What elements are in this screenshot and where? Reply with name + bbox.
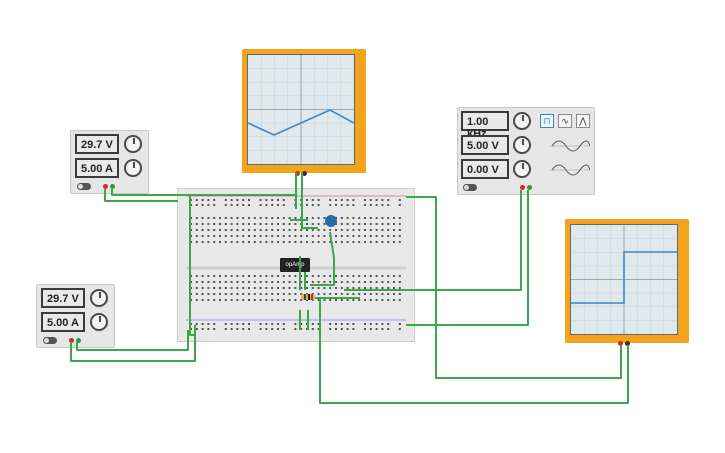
- capacitor[interactable]: [325, 215, 337, 227]
- power-supply-1-current-display: 5.00 A: [75, 158, 119, 178]
- psu1-terminal-ground[interactable]: [110, 184, 115, 189]
- power-supply-1[interactable]: 29.7 V 5.00 A: [70, 130, 149, 194]
- scope-right-probe-positive[interactable]: [618, 341, 623, 346]
- oscilloscope-top-grid: [248, 55, 354, 164]
- psu1-terminal-positive[interactable]: [103, 184, 108, 189]
- opamp-chip[interactable]: opAmp: [280, 258, 310, 272]
- knob-icon[interactable]: [513, 160, 531, 178]
- oscilloscope-right-grid: [571, 225, 677, 334]
- scope-top-probe-negative[interactable]: [302, 171, 307, 176]
- psu2-terminal-ground[interactable]: [76, 338, 81, 343]
- breadboard[interactable]: opAmp: [177, 188, 415, 342]
- knob-icon[interactable]: [90, 313, 108, 331]
- oscilloscope-right-screen: [570, 224, 678, 335]
- triangle-wave-icon[interactable]: ⋀: [576, 114, 590, 128]
- wire: [406, 190, 529, 326]
- oscilloscope-right[interactable]: [565, 219, 689, 346]
- function-generator[interactable]: 1.00 kHz 5.00 V 0.00 V ⊓ ∿ ⋀: [457, 107, 595, 195]
- oscilloscope-top-screen: [247, 54, 355, 165]
- opamp-label: opAmp: [285, 262, 305, 268]
- scope-top-probe-positive[interactable]: [295, 171, 300, 176]
- power-supply-2[interactable]: 29.7 V 5.00 A: [36, 284, 115, 348]
- power-supply-2-voltage-display: 29.7 V: [41, 288, 85, 308]
- psu2-terminal-positive[interactable]: [69, 338, 74, 343]
- power-toggle-icon[interactable]: [463, 184, 477, 191]
- knob-icon[interactable]: [124, 159, 142, 177]
- square-wave-icon[interactable]: ⊓: [540, 114, 554, 128]
- power-supply-1-voltage-display: 29.7 V: [75, 134, 119, 154]
- fg-offset-display: 0.00 V: [461, 159, 509, 179]
- oscilloscope-top[interactable]: [242, 49, 366, 176]
- power-supply-2-current-display: 5.00 A: [41, 312, 85, 332]
- fg-terminal-negative[interactable]: [527, 185, 532, 190]
- fg-offset-graphic: [550, 164, 590, 176]
- fg-terminal-positive[interactable]: [520, 185, 525, 190]
- scope-right-probe-negative[interactable]: [625, 341, 630, 346]
- power-toggle-icon[interactable]: [77, 183, 91, 190]
- fg-amplitude-graphic: [550, 140, 590, 152]
- sine-wave-icon[interactable]: ∿: [558, 114, 572, 128]
- knob-icon[interactable]: [513, 136, 531, 154]
- scope-top-trace: [248, 109, 354, 136]
- fg-amplitude-display: 5.00 V: [461, 135, 509, 155]
- scope-right-trace: [571, 251, 677, 304]
- knob-icon[interactable]: [124, 135, 142, 153]
- power-toggle-icon[interactable]: [43, 337, 57, 344]
- knob-icon[interactable]: [513, 112, 531, 130]
- resistor[interactable]: [298, 293, 318, 301]
- fg-frequency-display: 1.00 kHz: [461, 111, 509, 140]
- knob-icon[interactable]: [90, 289, 108, 307]
